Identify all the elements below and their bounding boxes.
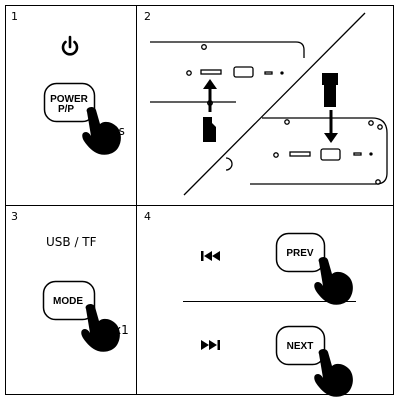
power-button-label-line1: POWER <box>50 94 89 105</box>
panel-4-number: 4 <box>144 210 151 223</box>
insert-arrow-up <box>203 79 217 112</box>
panel-2-card-insert: 2 <box>144 10 388 196</box>
mode-button[interactable]: MODE <box>42 280 96 321</box>
panel-grid <box>5 5 394 395</box>
panel-3-number: 3 <box>11 210 18 223</box>
device-bottom <box>225 117 388 185</box>
panel-3-mode: 3 USB / TF MODE x1 <box>11 210 129 352</box>
next-button-label: NEXT <box>287 341 314 352</box>
press-count-label: x1 <box>114 323 129 337</box>
power-button[interactable]: POWER P/P <box>43 82 96 123</box>
hand-pointer-icon <box>314 256 353 305</box>
device-top <box>150 41 305 106</box>
usb-stick-icon <box>322 73 338 107</box>
hold-duration-label: 3s <box>111 124 125 138</box>
insert-arrow-down <box>324 110 338 143</box>
diagonal-divider <box>183 12 366 196</box>
power-button-label-line2: P/P <box>58 104 74 115</box>
panel-2-number: 2 <box>144 10 151 23</box>
next-track-icon <box>201 340 220 350</box>
mode-caption: USB / TF <box>46 235 97 249</box>
hand-pointer-icon <box>314 348 353 397</box>
power-icon <box>61 35 79 56</box>
previous-track-icon <box>201 251 220 261</box>
prev-button[interactable]: PREV <box>275 232 326 273</box>
prev-button-label: PREV <box>286 248 314 259</box>
micro-sd-card-icon <box>203 117 216 142</box>
panel-4-track-navigation: 4 PREV NEXT <box>144 210 356 397</box>
panel-1-number: 1 <box>11 10 18 23</box>
next-button[interactable]: NEXT <box>275 325 326 366</box>
mode-button-label: MODE <box>53 296 83 307</box>
panel-1-power: 1 POWER P/P 3s <box>11 10 125 155</box>
